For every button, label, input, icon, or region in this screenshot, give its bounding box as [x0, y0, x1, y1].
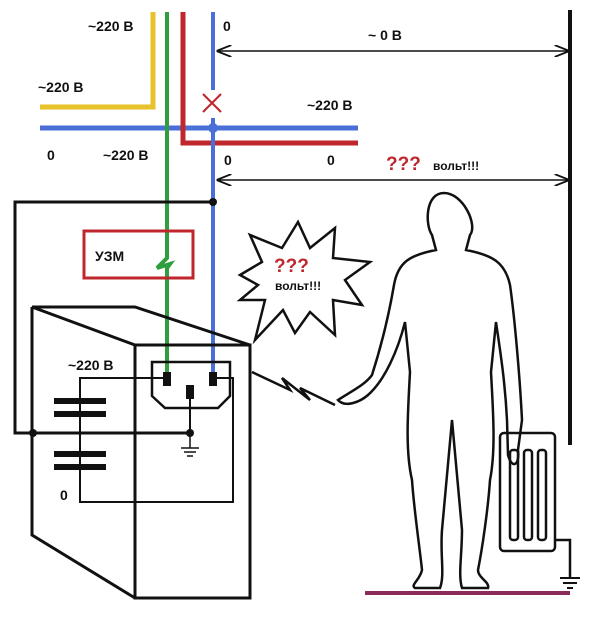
earth-ground-icon	[560, 577, 580, 589]
computer-case	[30, 305, 252, 600]
label-yellow-phase-left: ~220 В	[38, 79, 84, 95]
label-blue-zero-top: 0	[223, 18, 231, 34]
yellow-wire	[40, 12, 156, 110]
label-device-zero: 0	[60, 487, 68, 503]
socket-pin-ground	[186, 385, 194, 399]
label-blue-zero-left: 0	[47, 147, 55, 163]
label-zero-potential: ~ 0 В	[368, 27, 402, 43]
uzm-label: УЗМ	[95, 248, 124, 264]
label-blue-zero-below: 0	[224, 152, 232, 168]
socket-pin-zero	[209, 372, 217, 386]
capacitor-icon	[54, 398, 106, 470]
break-cross-icon	[202, 93, 222, 113]
socket-pin-phase	[163, 372, 171, 386]
label-device-phase: ~220 В	[68, 357, 114, 373]
label-yellow-phase-top: ~220 В	[88, 18, 134, 34]
radiator	[498, 431, 572, 578]
label-red-zero-right: 0	[327, 152, 335, 168]
label-red-phase-right: ~220 В	[307, 97, 353, 113]
burst-volts: вольт!!!	[275, 279, 321, 293]
uzm-box	[82, 229, 195, 280]
pe-junction	[209, 198, 217, 206]
power-socket	[150, 360, 232, 410]
starburst-callout	[236, 219, 374, 345]
junction-dot	[208, 123, 218, 133]
label-unknown-volts: вольт!!!	[433, 159, 479, 173]
ground-symbol-icon	[181, 433, 199, 457]
human-silhouette	[336, 191, 524, 590]
label-unknown-question: ???	[386, 154, 421, 175]
green-wire	[155, 12, 176, 378]
pe-wire	[13, 200, 213, 435]
spark-icon	[251, 370, 336, 407]
internal-circuit	[79, 377, 234, 503]
red-wire	[180, 12, 358, 146]
burst-question: ???	[274, 256, 309, 277]
label-green-phase-left: ~220 В	[103, 147, 149, 163]
